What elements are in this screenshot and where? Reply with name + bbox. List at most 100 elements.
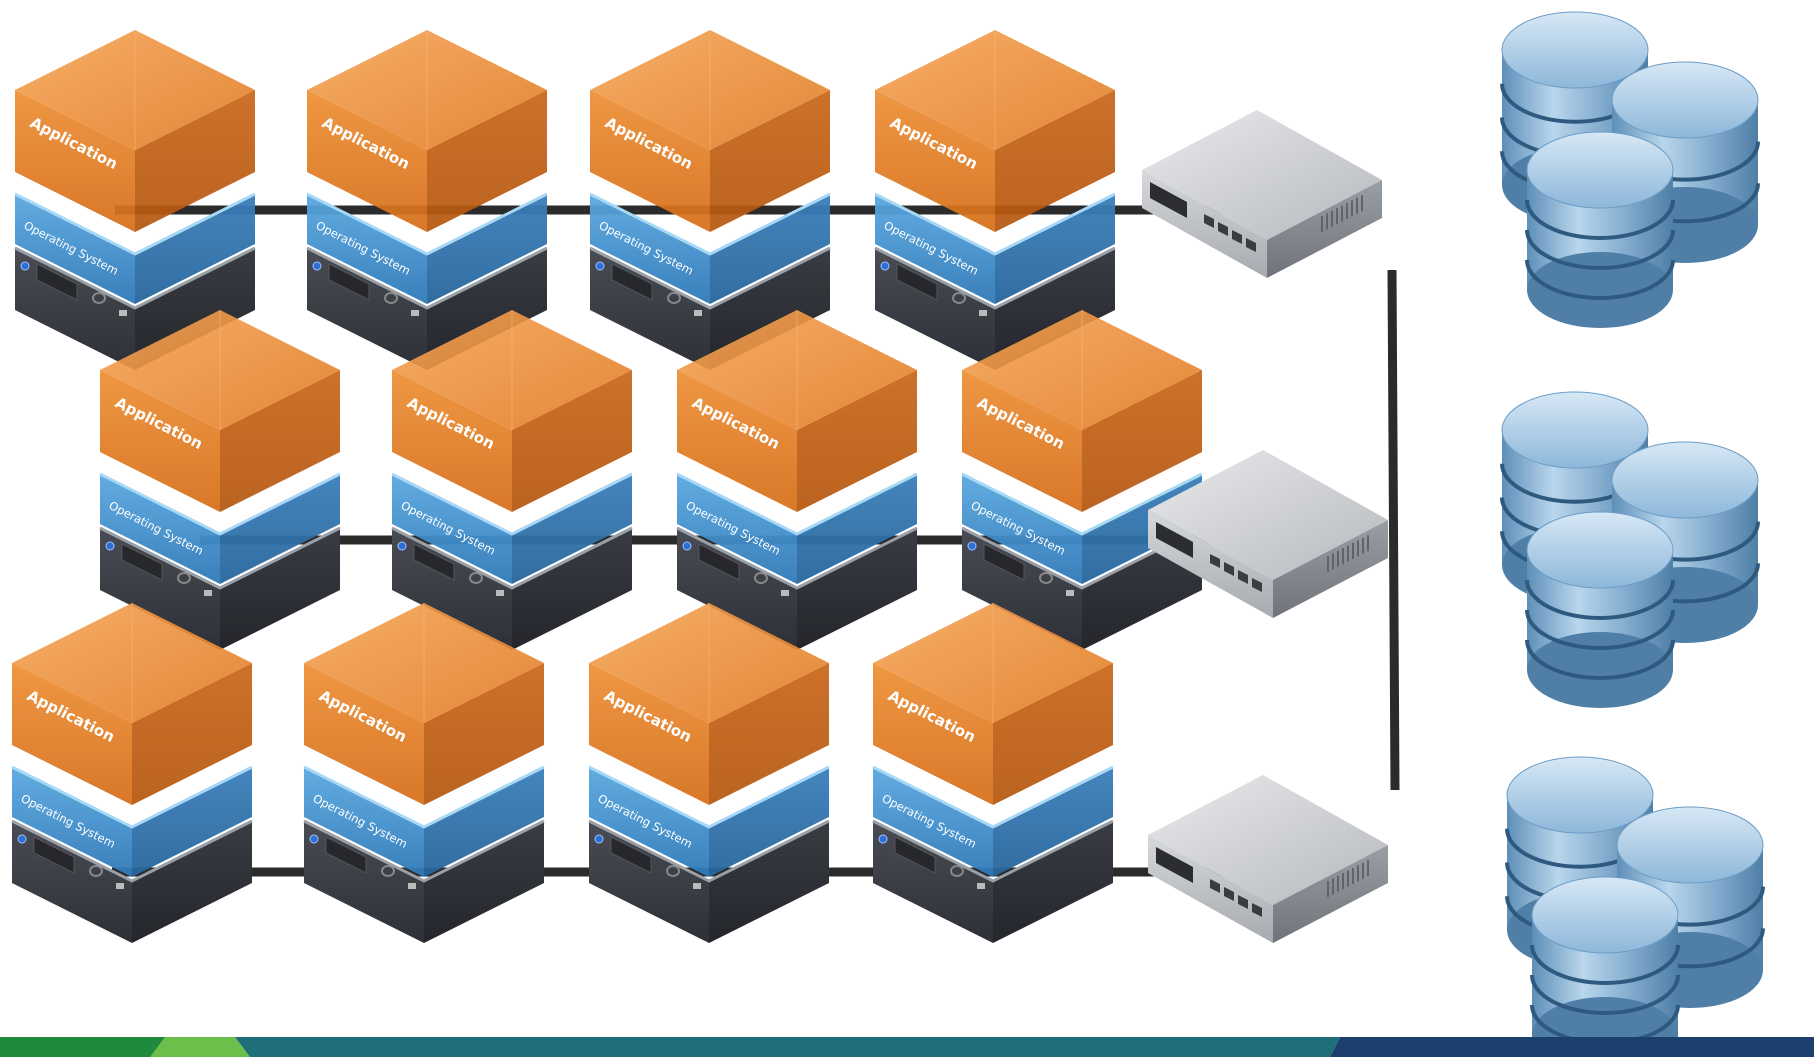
power-button-icon — [950, 865, 964, 877]
ethernet-port-icon — [1210, 879, 1220, 893]
os-layer-side — [797, 474, 917, 584]
os-layer-side — [132, 767, 252, 877]
os-layer-rim — [306, 192, 548, 256]
power-led-icon — [682, 541, 692, 551]
switch-top — [1148, 450, 1388, 580]
usb-port-icon — [496, 590, 504, 596]
application-layer-front — [677, 370, 797, 512]
os-layer-front — [589, 767, 709, 877]
application-layer-side — [710, 90, 830, 232]
application-layer-front — [307, 90, 427, 232]
footer-segment-green-light — [150, 1037, 250, 1057]
server-chassis-side — [709, 821, 829, 943]
footer-segment-navy — [1330, 1037, 1814, 1057]
drive-bay-icon — [33, 836, 75, 874]
os-layer-side — [709, 767, 829, 877]
power-led-icon — [878, 834, 888, 844]
server-chassis-side — [797, 528, 917, 650]
drive-bay-icon — [611, 263, 653, 301]
footer-segment-green-dark — [0, 1037, 170, 1057]
disk-top — [1531, 876, 1679, 954]
server-chassis-side — [993, 821, 1113, 943]
application-layer-front — [589, 663, 709, 805]
application-layer-side — [709, 663, 829, 805]
disk-top — [1611, 61, 1759, 139]
os-layer-side — [220, 474, 340, 584]
power-led-icon — [105, 541, 115, 551]
os-layer-front — [392, 474, 512, 584]
os-layer-front — [304, 767, 424, 877]
os-layer-front — [307, 194, 427, 304]
chassis-rim — [391, 526, 633, 590]
power-led-icon — [967, 541, 977, 551]
chassis-rim — [11, 819, 253, 883]
drive-bay-icon — [121, 543, 163, 581]
os-layer-rim — [11, 765, 253, 829]
os-layer-rim — [872, 765, 1114, 829]
os-layer-rim — [303, 765, 545, 829]
disk-top — [1526, 511, 1674, 589]
os-layer-front — [875, 194, 995, 304]
usb-port-icon — [411, 310, 419, 316]
power-button-icon — [666, 865, 680, 877]
application-layer-side — [797, 370, 917, 512]
vertical-uplink-cable — [1387, 269, 1400, 791]
os-layer-side — [135, 194, 255, 304]
ethernet-port-icon — [1252, 903, 1262, 917]
disk-top — [1501, 391, 1649, 469]
disk-platter-line — [1525, 579, 1675, 620]
disk-top — [1501, 11, 1649, 89]
drive-bay-icon — [983, 543, 1025, 581]
application-layer-side — [424, 663, 544, 805]
network-switch-icon — [1142, 110, 1382, 278]
usb-port-icon — [1066, 590, 1074, 596]
application-layer-front — [392, 370, 512, 512]
database-cluster-icon — [1500, 11, 1760, 328]
power-led-icon — [397, 541, 407, 551]
os-layer-front — [590, 194, 710, 304]
os-layer-rim — [14, 192, 256, 256]
application-layer-front — [12, 663, 132, 805]
application-layer-side — [132, 663, 252, 805]
os-layer-side — [427, 194, 547, 304]
application-layer-front — [15, 90, 135, 232]
ethernet-port-icon — [1218, 222, 1228, 236]
switch-top — [1148, 775, 1388, 905]
power-led-icon — [880, 261, 890, 271]
application-layer-side — [135, 90, 255, 232]
power-button-icon — [952, 292, 966, 304]
chassis-rim — [306, 246, 548, 310]
drive-bay-icon — [698, 543, 740, 581]
power-led-icon — [595, 261, 605, 271]
os-layer-front — [100, 474, 220, 584]
power-led-icon — [594, 834, 604, 844]
ethernet-port-icon — [1252, 578, 1262, 592]
drive-bay-icon — [413, 543, 455, 581]
footer-color-bar — [0, 1037, 1814, 1057]
os-layer-side — [995, 194, 1115, 304]
drive-bay-icon — [894, 836, 936, 874]
ethernet-port-icon — [1210, 554, 1220, 568]
os-layer-side — [424, 767, 544, 877]
power-button-icon — [89, 865, 103, 877]
os-layer-front — [15, 194, 135, 304]
application-layer-front — [590, 90, 710, 232]
switch-top — [1142, 110, 1382, 240]
os-layer-front — [873, 767, 993, 877]
application-layer-front — [100, 370, 220, 512]
ethernet-port-icon — [1232, 230, 1242, 244]
disk-platter-line — [1525, 199, 1675, 240]
chassis-rim — [872, 819, 1114, 883]
os-layer-side — [710, 194, 830, 304]
network-switch-icon — [1148, 775, 1388, 943]
usb-port-icon — [119, 310, 127, 316]
